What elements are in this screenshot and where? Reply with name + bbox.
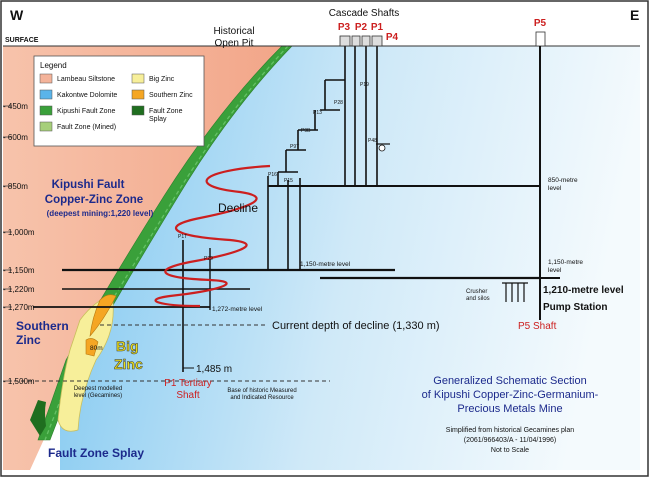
surface-label: SURFACE	[5, 37, 39, 44]
p5-shaft-label: P5 Shaft	[518, 321, 557, 332]
southern-zinc-orebody	[89, 294, 117, 337]
depth-tick-rules	[3, 105, 12, 382]
big-zinc-line2: Zinc	[114, 356, 143, 372]
depth-tick-1270: - 1,270m	[3, 303, 35, 312]
label-p1t: P1T	[178, 234, 187, 240]
depth-tick-labels: - 450m - 600m - 850m - 1,000m - 1,150m -…	[3, 102, 35, 386]
kipushi-zone-line1: Kipushi Fault	[52, 179, 125, 191]
depth-1485-label: 1,485 m	[196, 364, 232, 375]
simplified-line3: Not to Scale	[491, 447, 529, 454]
label-p16: P16	[268, 172, 277, 178]
headframes	[339, 31, 546, 47]
title-line2: of Kipushi Copper-Zinc-Germanium-	[422, 389, 599, 401]
depth-tick-1220: - 1,220m	[3, 285, 35, 294]
depth-tick-600: - 600m	[3, 133, 28, 142]
kipushi-zone-line3: (deepest mining:1,220 level)	[47, 209, 154, 218]
p1-tertiary-line2: Shaft	[176, 390, 200, 401]
legend-label-fault: Kipushi Fault Zone	[57, 108, 115, 115]
historical-pit-line1: Historical	[213, 26, 254, 37]
corner-west: W	[10, 7, 24, 23]
deepest-modelled-line1: Deepest modelled	[74, 386, 122, 392]
southern-zinc-line1: Southern	[16, 319, 69, 333]
p48-feature	[376, 143, 390, 152]
label-p28: P28	[334, 100, 343, 106]
kipushi-zone-line2: Copper-Zinc Zone	[45, 194, 143, 206]
crusher-line1: Crusher	[466, 289, 487, 295]
fault-splay-label: Fault Zone Splay	[48, 446, 144, 460]
title-line3: Precious Metals Mine	[457, 403, 562, 415]
legend-box	[33, 55, 205, 147]
legend: Legend Lambeau Siltstone Big Zinc Kakont…	[33, 55, 205, 147]
simplified-line2: (2061/966403/A - 11/04/1996)	[464, 437, 557, 444]
label-p9t: P9T	[290, 144, 299, 150]
historical-pit-line2: Open Pit	[215, 38, 254, 49]
label-p19: P19	[360, 82, 369, 88]
legend-swatch-southern-zinc	[131, 89, 145, 100]
level-850-line1: 850-metre	[548, 177, 578, 184]
shaft-p1-label: P1	[371, 22, 384, 33]
shaft-p4-label: P4	[386, 32, 399, 43]
big-zinc-line1: Big	[116, 338, 139, 354]
legend-swatch-fault	[39, 105, 53, 116]
depth-tick-1150: - 1,150m	[3, 266, 35, 275]
legend-label-splay-l2: Splay	[149, 116, 167, 123]
p1-tertiary-line1: P1 Tertiary	[164, 378, 212, 389]
depth-tick-850: - 850m	[3, 182, 28, 191]
legend-swatch-dolomite	[39, 89, 53, 100]
legend-swatch-siltstone	[39, 73, 53, 84]
legend-label-siltstone: Lambeau Siltstone	[57, 76, 115, 83]
legend-swatch-splay	[131, 105, 145, 116]
legend-label-dolomite: Kakontwe Dolomite	[57, 92, 117, 99]
legend-label-splay-l1: Fault Zone	[149, 108, 183, 115]
level-850-line2: level	[548, 185, 562, 192]
deepest-modelled-line2: level (Gecamines)	[74, 393, 122, 399]
label-p13: P13	[313, 110, 322, 116]
cascade-shafts	[267, 46, 378, 270]
eighty-m-label: 80m	[90, 345, 103, 352]
fault-zone-splay	[30, 400, 46, 436]
level-1150-mid: 1,150-metre level	[300, 261, 351, 268]
legend-swatch-big-zinc	[131, 73, 145, 84]
shaft-p2-label: P2	[355, 22, 368, 33]
crusher-silos-structure	[502, 282, 528, 302]
base-resource-line1: Base of historic Measured	[227, 388, 296, 394]
shaft-p5-label: P5	[534, 18, 547, 29]
crusher-line2: and silos	[466, 296, 490, 302]
shaft-p3-label: P3	[338, 22, 351, 33]
label-p29: P29	[204, 256, 213, 262]
legend-label-southern-zinc: Southern Zinc	[149, 92, 193, 99]
decline-label: Decline	[218, 201, 258, 215]
depth-tick-1500: - 1,500m	[3, 377, 35, 386]
level-1272-label: 1,272-metre level	[212, 306, 263, 313]
southern-zinc-line2: Zinc	[16, 333, 41, 347]
small-shaft-labels: P19 P28 P13 P9B P48 P9T P16 P15 P1T P29	[178, 82, 377, 262]
label-p9b: P9B	[301, 128, 311, 134]
label-p48: P48	[368, 138, 377, 144]
label-p15: P15	[284, 178, 293, 184]
depth-tick-1000: - 1,000m	[3, 228, 35, 237]
current-decline-label: Current depth of decline (1,330 m)	[272, 320, 440, 332]
title-line1: Generalized Schematic Section	[433, 375, 586, 387]
legend-label-mined: Fault Zone (Mined)	[57, 124, 116, 131]
level-1150-right-line1: 1,150-metre	[548, 259, 583, 266]
decline-path	[154, 164, 271, 308]
pump-station-label: Pump Station	[543, 302, 607, 313]
cascade-shafts-label: Cascade Shafts	[329, 8, 400, 19]
legend-title: Legend	[40, 61, 67, 70]
level-1210-label: 1,210-metre level	[543, 285, 624, 296]
legend-label-big-zinc: Big Zinc	[149, 76, 175, 83]
legend-swatch-mined	[39, 121, 53, 132]
depth-tick-450: - 450m	[3, 102, 28, 111]
base-resource-line2: and Indicated Resource	[230, 395, 294, 401]
simplified-line1: Simplified from historical Gecamines pla…	[446, 427, 574, 434]
southern-zinc-orebody-2	[85, 338, 99, 357]
corner-east: E	[630, 7, 639, 23]
level-1150-right-line2: level	[548, 267, 562, 274]
